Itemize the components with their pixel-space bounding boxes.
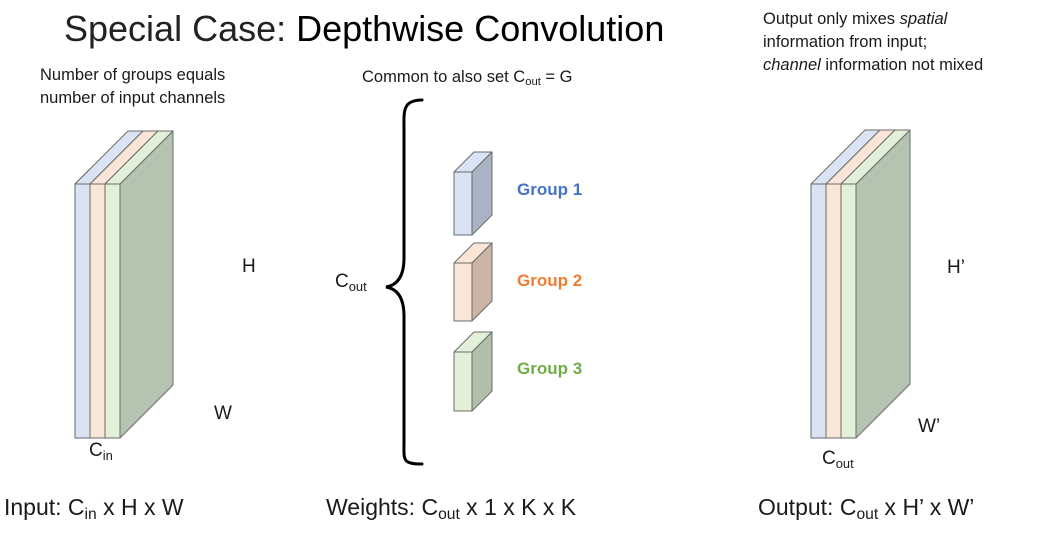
weight-cube-1 <box>453 151 493 236</box>
output-note-line3b: information not mixed <box>820 56 984 74</box>
input-front-blue <box>74 183 91 439</box>
weight-cube-3 <box>453 331 493 412</box>
group-1-label: Group 1 <box>517 180 583 199</box>
group-3-label: Group 3 <box>517 359 583 378</box>
output-note-line1em: spatial <box>899 10 948 28</box>
output-h-label: H’ <box>947 257 965 278</box>
output-cout-label: Cout <box>822 448 854 471</box>
weights-caption: Weights: Cout x 1 x K x K <box>326 494 577 524</box>
input-front-orange <box>89 183 106 439</box>
brace-cout-label: Cout <box>335 271 367 294</box>
title-prefix: Special Case: <box>64 8 297 49</box>
groups-note: Number of groups equals number of input … <box>40 64 225 110</box>
input-front-green <box>104 183 121 439</box>
cout-note-sub: out <box>525 76 541 89</box>
weight-cube-2 <box>453 242 493 322</box>
output-front-blue <box>810 183 827 439</box>
groups-note-line1: Number of groups equals <box>40 66 226 84</box>
output-front-green <box>840 183 857 439</box>
output-note-line1a: Output only mixes <box>763 10 900 28</box>
output-w-label: W’ <box>918 416 941 437</box>
output-front-orange <box>825 183 842 439</box>
output-note: Output only mixes spatial information fr… <box>763 8 983 77</box>
input-block <box>74 130 174 439</box>
output-note-line2: information from input; <box>763 33 928 51</box>
cout-note-prefix: Common to also set C <box>362 68 526 86</box>
group-2-label: Group 2 <box>517 271 583 290</box>
input-h-label: H <box>242 256 256 277</box>
groups-note-line2: number of input channels <box>40 89 226 107</box>
input-cin-label: Cin <box>89 440 113 463</box>
page-title: Special Case: Depthwise Convolution <box>64 8 664 50</box>
input-caption: Input: Cin x H x W <box>4 494 184 524</box>
title-emphasis: Depthwise Convolution <box>296 8 665 49</box>
output-note-line3em: channel <box>763 56 821 74</box>
cout-note-suffix: = G <box>540 68 573 86</box>
input-side-face <box>119 130 174 439</box>
cout-brace <box>385 98 424 466</box>
cout-note: Common to also set Cout = G <box>362 66 572 91</box>
input-w-label: W <box>214 403 232 424</box>
output-caption: Output: Cout x H’ x W’ <box>758 494 975 524</box>
output-block <box>810 129 911 439</box>
